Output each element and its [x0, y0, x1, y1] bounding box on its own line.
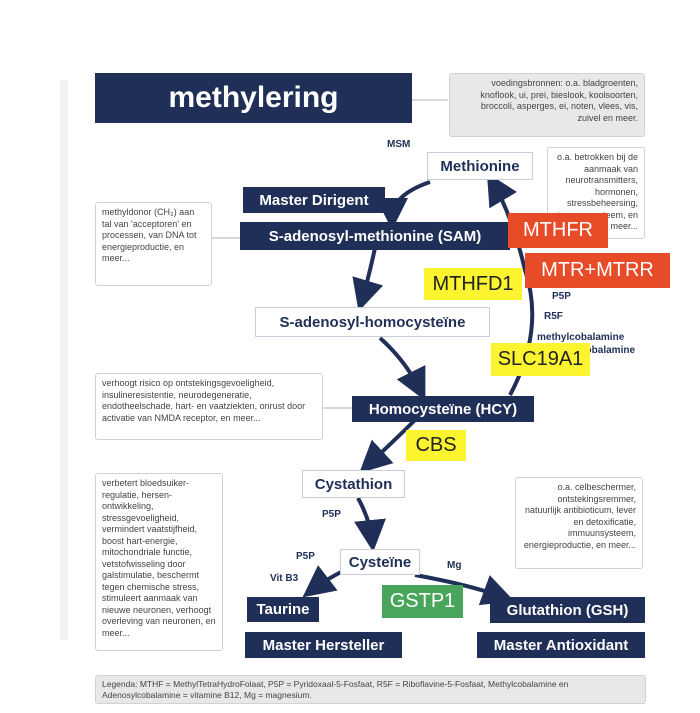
cofactor-adenosylcobalamine: cobalamine [580, 345, 636, 356]
food-sources-note: voedingsbronnen: o.a. bladgroenten, knof… [449, 73, 645, 137]
homocysteine-note: verhoogt risico op ontstekingsgevoelighe… [95, 373, 323, 440]
cofactor-methylcobalamine: methylcobalamine [537, 332, 625, 343]
node-s-adenosyl-homocysteine: S-adenosyl-homocysteïne [255, 307, 490, 337]
gene-mtr-mtrr: MTR+MTRR [525, 253, 670, 288]
node-cysteine: Cysteïne [340, 549, 420, 575]
taurine-note: verbetert bloedsuiker-regulatie, hersen-… [95, 473, 223, 651]
cofactor-p5p-cystathion: P5P [322, 509, 341, 520]
glutathion-note: o.a. celbeschermer, ontstekingsremmer, n… [515, 477, 643, 569]
gene-mthfr: MTHFR [508, 213, 608, 248]
cofactor-msm: MSM [387, 139, 411, 150]
left-margin-strip [60, 80, 68, 640]
arrow-sah-to-hcy [378, 336, 426, 401]
gene-cbs: CBS [406, 430, 466, 461]
arrow-sam-to-sah [352, 247, 384, 312]
node-sam: S-adenosyl-methionine (SAM) [240, 222, 510, 250]
label-master-antioxidant: Master Antioxidant [477, 632, 645, 658]
arrow-methionine-to-sam [376, 180, 431, 230]
node-methionine: Methionine [427, 152, 533, 180]
arrow-hcy-to-cystathion [359, 418, 417, 474]
cofactor-p5p-cysteine: P5P [296, 551, 315, 562]
cofactor-vit-b3: Vit B3 [270, 573, 299, 584]
label-master-hersteller: Master Hersteller [245, 632, 402, 658]
label-master-dirigent: Master Dirigent [243, 187, 385, 213]
node-taurine: Taurine [247, 597, 319, 622]
node-cystathion: Cystathion [302, 470, 405, 498]
node-homocysteine: Homocysteïne (HCY) [352, 396, 534, 422]
sam-note: methyldonor (CH₃) aan tal van 'acceptore… [95, 202, 212, 286]
cofactor-mg: Mg [447, 560, 462, 571]
arrow-cystathion-to-cysteine [354, 497, 386, 552]
gene-mthfd1: MTHFD1 [424, 268, 522, 300]
page-title: methylering [95, 73, 412, 123]
gene-gstp1: GSTP1 [382, 585, 463, 618]
node-glutathion: Glutathion (GSH) [490, 597, 645, 623]
arrow-cysteine-to-glutathion [414, 573, 515, 606]
cofactor-r5f: R5F [544, 311, 563, 322]
gene-slc19a1: SLC19A1 [491, 343, 590, 376]
legend: Legenda: MTHF = MethylTetraHydroFolaat, … [95, 675, 646, 704]
cofactor-p5p-top: P5P [552, 291, 571, 302]
